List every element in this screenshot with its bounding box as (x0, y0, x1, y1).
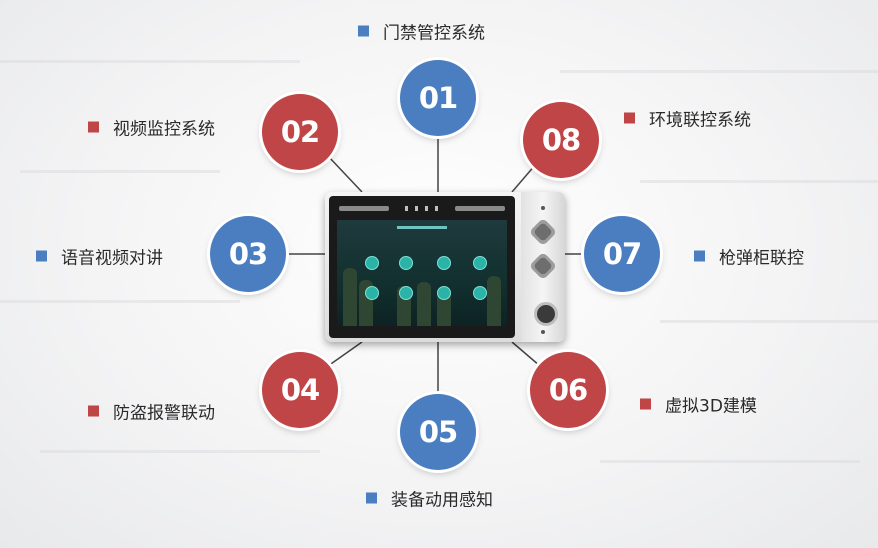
node-label-08: 环境联控系统 (624, 106, 751, 131)
app-icon (473, 256, 487, 270)
terminal-device (325, 192, 565, 342)
device-indicator (435, 206, 438, 211)
node-label-text: 语音视频对讲 (61, 248, 163, 269)
camera-icon (534, 302, 558, 326)
connector-line (511, 341, 541, 367)
device-status-strip (339, 206, 389, 211)
square-bullet-icon (366, 492, 377, 504)
screen-figure (417, 282, 431, 326)
app-icon (399, 286, 413, 300)
square-bullet-icon (88, 121, 99, 133)
square-bullet-icon (640, 398, 651, 410)
square-bullet-icon (88, 405, 99, 417)
background-band (0, 60, 300, 63)
node-label-05: 装备动用感知 (366, 486, 493, 511)
screen-title-bar (397, 226, 447, 229)
connector-line (327, 155, 363, 193)
square-bullet-icon (36, 250, 47, 262)
node-circle-03: 03 (210, 216, 286, 292)
square-bullet-icon (358, 25, 369, 37)
node-circle-01: 01 (400, 60, 476, 136)
screen-figure (487, 276, 501, 326)
node-label-01: 门禁管控系统 (358, 19, 485, 44)
connector-line (511, 163, 537, 193)
device-status-strip (455, 206, 505, 211)
background-band (0, 300, 240, 303)
device-indicator (425, 206, 428, 211)
node-circle-05: 05 (400, 394, 476, 470)
screen-figure (343, 268, 357, 326)
node-label-03: 语音视频对讲 (36, 244, 163, 269)
sensor-dot (541, 330, 545, 334)
background-band (40, 450, 320, 453)
app-icon (437, 256, 451, 270)
app-icon (365, 286, 379, 300)
app-icon (365, 256, 379, 270)
device-indicator (415, 206, 418, 211)
node-circle-08: 08 (523, 102, 599, 178)
node-label-06: 虚拟3D建模 (640, 392, 757, 417)
node-label-text: 视频监控系统 (113, 119, 215, 140)
node-label-02: 视频监控系统 (88, 115, 215, 140)
background-band (560, 70, 878, 73)
background-band (600, 460, 860, 463)
node-circle-02: 02 (262, 94, 338, 170)
node-circle-07: 07 (584, 216, 660, 292)
background-band (660, 320, 878, 323)
device-indicator (405, 206, 408, 211)
node-label-text: 环境联控系统 (649, 110, 751, 131)
square-bullet-icon (624, 112, 635, 124)
square-bullet-icon (694, 250, 705, 262)
node-label-07: 枪弹柜联控 (694, 244, 804, 269)
app-icon (399, 256, 413, 270)
node-label-text: 门禁管控系统 (383, 23, 485, 44)
node-label-text: 枪弹柜联控 (719, 248, 804, 269)
device-screen-frame (329, 196, 515, 338)
node-circle-06: 06 (530, 352, 606, 428)
connector-line (327, 341, 363, 367)
node-circle-04: 04 (262, 352, 338, 428)
node-label-04: 防盗报警联动 (88, 399, 215, 424)
node-label-text: 虚拟3D建模 (665, 396, 757, 417)
background-band (20, 170, 220, 173)
node-label-text: 防盗报警联动 (113, 403, 215, 424)
node-label-text: 装备动用感知 (391, 490, 493, 511)
app-icon (473, 286, 487, 300)
sensor-dot (541, 206, 545, 210)
device-screen (337, 220, 507, 326)
device-side-panel (521, 192, 565, 342)
app-icon (437, 286, 451, 300)
background-band (640, 180, 878, 183)
